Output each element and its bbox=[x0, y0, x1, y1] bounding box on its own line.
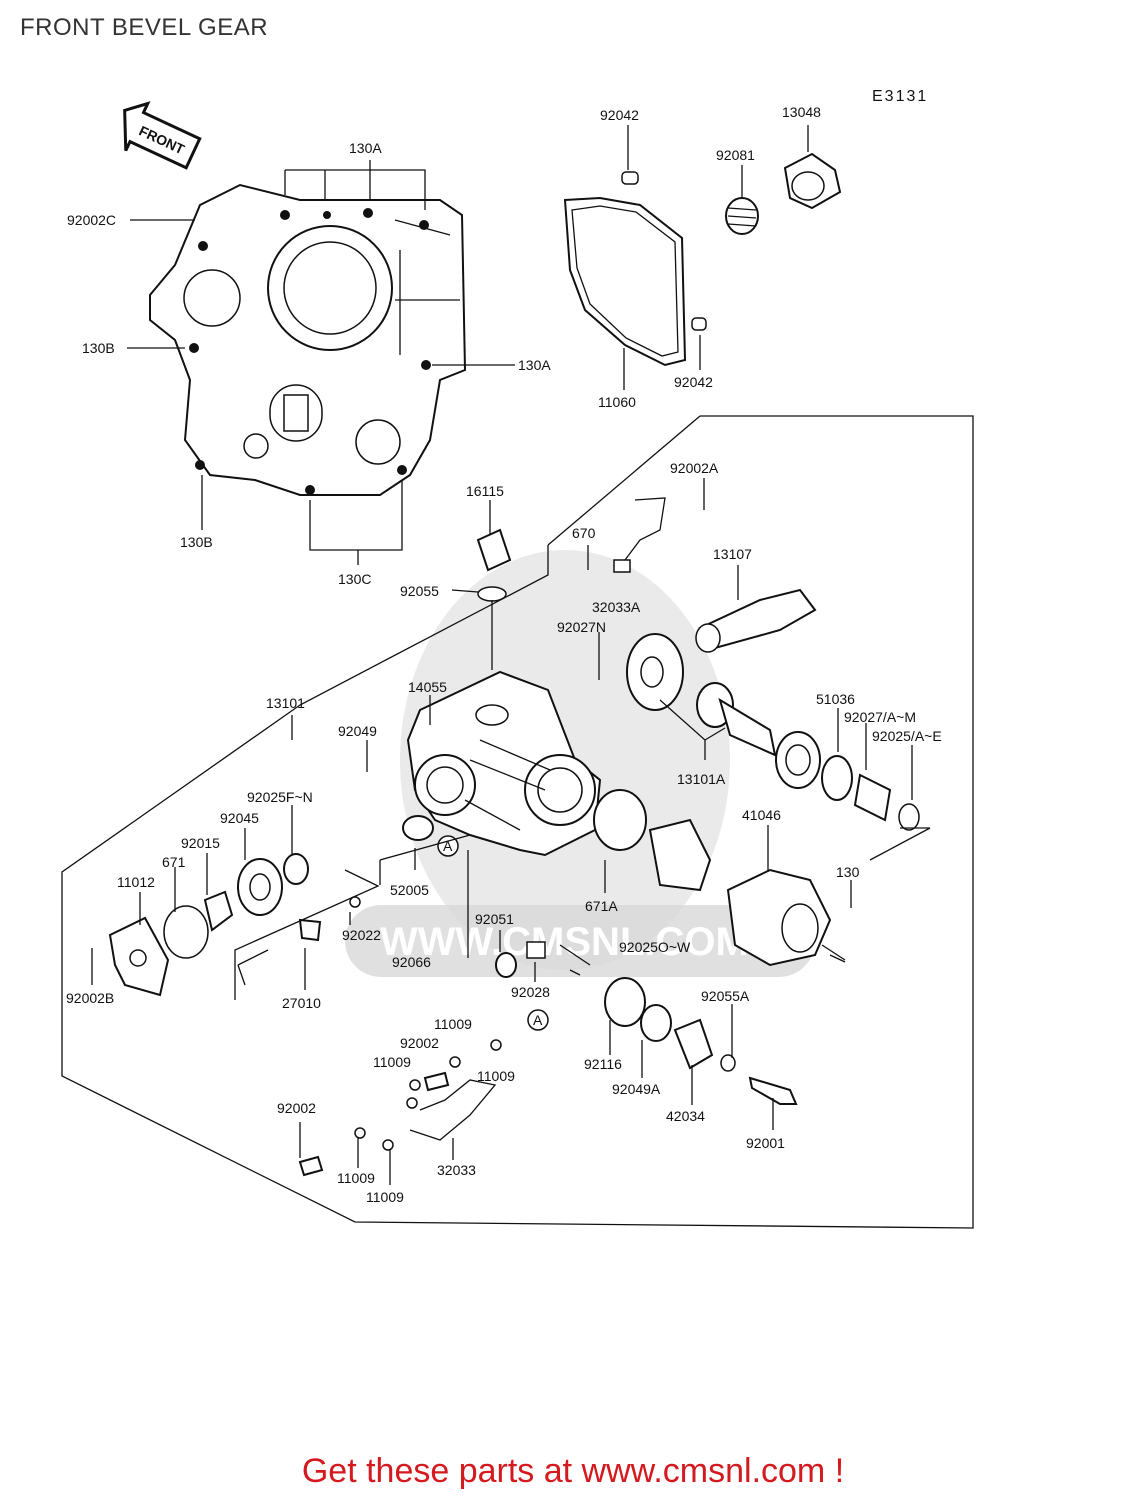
gear-housing bbox=[726, 868, 832, 967]
label-13107: 13107 bbox=[713, 546, 752, 562]
leader-lines bbox=[91, 125, 931, 1185]
footer-cta-link[interactable]: Get these parts at www.cmsnl.com ! bbox=[301, 1452, 845, 1490]
callout-marker-a: A A bbox=[437, 835, 549, 1031]
output-gear-shaft bbox=[696, 682, 777, 757]
label-41046: 41046 bbox=[742, 807, 781, 823]
label-92116: 92116 bbox=[584, 1056, 622, 1072]
label-92025ow: 92025O~W bbox=[619, 939, 691, 955]
label-130: 130 bbox=[836, 864, 860, 880]
part-labels: 130A 92002C 130B 130A 130B 130C 92042 13… bbox=[66, 104, 942, 1205]
label-92027am: 92027/A~M bbox=[844, 709, 916, 725]
label-42034: 42034 bbox=[666, 1108, 705, 1124]
label-92025fn: 92025F~N bbox=[247, 789, 313, 805]
ring-gear bbox=[626, 633, 684, 711]
label-130c: 130C bbox=[338, 571, 371, 587]
label-16115: 16115 bbox=[466, 483, 504, 499]
label-92025ae: 92025/A~E bbox=[872, 728, 942, 744]
spring bbox=[725, 197, 759, 235]
oil-pipe bbox=[613, 497, 666, 573]
label-52005: 52005 bbox=[390, 882, 429, 898]
diagram-code: E3131 bbox=[872, 88, 929, 105]
yoke-joint bbox=[783, 152, 842, 210]
page-title: FRONT BEVEL GEAR bbox=[20, 14, 269, 41]
label-670: 670 bbox=[572, 525, 596, 541]
gasket-cover bbox=[648, 818, 712, 892]
label-92042-bottom: 92042 bbox=[674, 374, 713, 390]
label-27010: 27010 bbox=[282, 995, 321, 1011]
label-11009-d: 11009 bbox=[337, 1170, 375, 1186]
label-11009-e: 11009 bbox=[366, 1189, 404, 1205]
crankcase-half bbox=[149, 183, 467, 496]
label-92002-mid: 92002 bbox=[400, 1035, 439, 1051]
callout-marker-a-label: A bbox=[443, 838, 453, 854]
label-11012: 11012 bbox=[117, 874, 155, 890]
left-side-parts bbox=[108, 815, 434, 997]
label-11060: 11060 bbox=[598, 394, 636, 410]
label-92042-top: 92042 bbox=[600, 107, 639, 123]
label-92027n: 92027N bbox=[557, 619, 606, 635]
label-671: 671 bbox=[162, 854, 186, 870]
label-92001: 92001 bbox=[746, 1135, 785, 1151]
watermark-text: WWW.CMSNL.COM bbox=[380, 920, 749, 964]
label-92055a: 92055A bbox=[701, 988, 750, 1004]
label-13101: 13101 bbox=[266, 695, 305, 711]
dowel-pins bbox=[621, 171, 707, 331]
label-92045: 92045 bbox=[220, 810, 259, 826]
label-13048: 13048 bbox=[782, 104, 821, 120]
label-92049a: 92049A bbox=[612, 1081, 661, 1097]
bottom-parts bbox=[298, 941, 798, 1177]
label-92049: 92049 bbox=[338, 723, 377, 739]
label-92002c: 92002C bbox=[67, 212, 116, 228]
pinion-shaft bbox=[695, 588, 817, 653]
label-14055: 14055 bbox=[408, 679, 447, 695]
label-92002a: 92002A bbox=[670, 460, 719, 476]
label-130b-bottom: 130B bbox=[180, 534, 213, 550]
label-130b-left: 130B bbox=[82, 340, 115, 356]
front-arrow-icon: FRONT bbox=[123, 101, 202, 170]
label-92066: 92066 bbox=[392, 954, 431, 970]
label-130a-top: 130A bbox=[349, 140, 382, 156]
label-32033a: 32033A bbox=[592, 599, 641, 615]
label-92002b: 92002B bbox=[66, 990, 114, 1006]
label-92081: 92081 bbox=[716, 147, 755, 163]
label-671a: 671A bbox=[585, 898, 618, 914]
assembly-boundary bbox=[61, 415, 974, 1229]
callout-marker-a2-label: A bbox=[533, 1012, 543, 1028]
label-13101a: 13101A bbox=[677, 771, 726, 787]
bevel-gear-case bbox=[406, 670, 602, 857]
label-92002-low: 92002 bbox=[277, 1100, 316, 1116]
o-ring-large bbox=[593, 789, 647, 851]
label-11009-b: 11009 bbox=[373, 1054, 411, 1070]
label-92015: 92015 bbox=[181, 835, 220, 851]
label-51036: 51036 bbox=[816, 691, 855, 707]
bearing-assembly bbox=[775, 731, 920, 831]
label-92022: 92022 bbox=[342, 927, 381, 943]
label-11009-a: 11009 bbox=[434, 1016, 472, 1032]
label-130a-right: 130A bbox=[518, 357, 551, 373]
exploded-parts-diagram: WWW.CMSNL.COM FRONT bbox=[61, 101, 974, 1229]
label-92055: 92055 bbox=[400, 583, 439, 599]
gasket bbox=[563, 196, 687, 367]
label-11009-c: 11009 bbox=[477, 1068, 515, 1084]
label-92028: 92028 bbox=[511, 984, 550, 1000]
label-32033: 32033 bbox=[437, 1162, 476, 1178]
label-92051: 92051 bbox=[475, 911, 514, 927]
crankcase-bolt-holes bbox=[189, 208, 431, 495]
